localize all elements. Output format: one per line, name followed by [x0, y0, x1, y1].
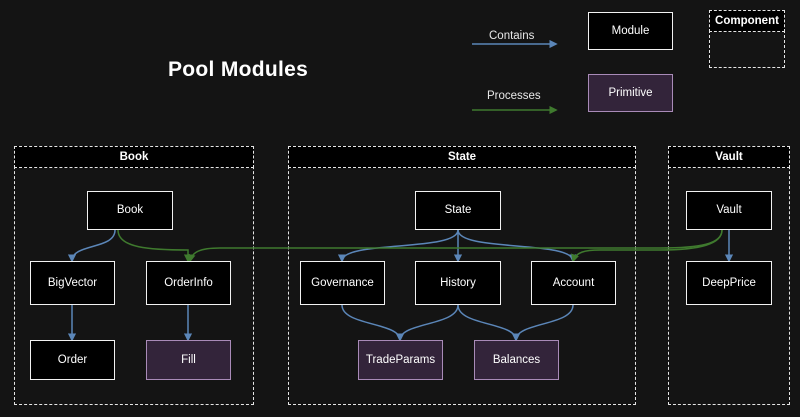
node-deepprice[interactable]: DeepPrice	[686, 261, 772, 305]
node-history[interactable]: History	[415, 261, 501, 305]
legend-swatch-module-label: Module	[611, 24, 650, 37]
node-bigvector[interactable]: BigVector	[30, 261, 115, 305]
node-governance[interactable]: Governance	[300, 261, 385, 305]
node-book-label: Book	[116, 204, 144, 217]
node-state-label: State	[444, 204, 472, 217]
node-tradeparams-label: TradeParams	[365, 353, 436, 366]
node-tradeparams[interactable]: TradeParams	[358, 340, 443, 380]
legend-swatch-component-header: Component	[709, 10, 785, 32]
legend-label-contains: Contains	[489, 30, 535, 42]
node-book[interactable]: Book	[87, 191, 173, 230]
group-book-header: Book	[14, 146, 254, 168]
node-orderinfo-label: OrderInfo	[164, 276, 213, 289]
node-balances-label: Balances	[492, 353, 541, 366]
group-book-label: Book	[119, 151, 149, 163]
legend-swatch-primitive: Primitive	[588, 74, 673, 112]
node-balances[interactable]: Balances	[474, 340, 559, 380]
node-history-label: History	[440, 276, 476, 289]
node-account[interactable]: Account	[531, 261, 616, 305]
node-fill[interactable]: Fill	[146, 340, 231, 380]
node-bigvector-label: BigVector	[47, 276, 98, 289]
legend-swatch-module: Module	[588, 12, 673, 50]
page-title: Pool Modules	[168, 58, 309, 81]
node-order-label: Order	[57, 353, 88, 366]
group-state-header: State	[288, 146, 636, 168]
node-vault-label: Vault	[716, 204, 742, 217]
node-orderinfo[interactable]: OrderInfo	[146, 261, 231, 305]
node-governance-label: Governance	[311, 276, 374, 289]
legend-swatch-component-label: Component	[715, 15, 779, 27]
node-fill-label: Fill	[181, 353, 196, 366]
node-state[interactable]: State	[415, 191, 501, 230]
legend-label-processes: Processes	[487, 90, 541, 102]
node-vault[interactable]: Vault	[686, 191, 772, 230]
group-vault-header: Vault	[668, 146, 790, 168]
group-state-label: State	[447, 151, 477, 163]
node-order[interactable]: Order	[30, 340, 115, 380]
legend-swatch-primitive-label: Primitive	[608, 86, 653, 99]
node-account-label: Account	[552, 276, 595, 289]
group-vault-label: Vault	[715, 151, 743, 163]
node-deepprice-label: DeepPrice	[702, 276, 756, 289]
